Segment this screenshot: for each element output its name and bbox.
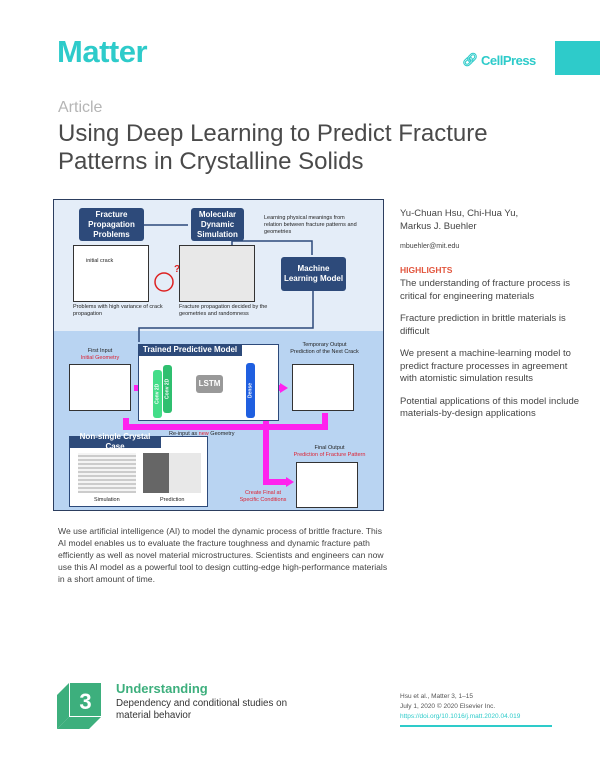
highlights-heading: HIGHLIGHTS bbox=[400, 264, 453, 275]
caption-left: Problems with high variance of crack pro… bbox=[73, 304, 163, 317]
badge-number: 3 bbox=[79, 689, 91, 714]
learning-note: Learning physical meanings from relation… bbox=[264, 215, 357, 235]
lstm-layer: LSTM bbox=[196, 375, 223, 393]
final-output-text: Final Output bbox=[314, 445, 345, 451]
initial-crack-panel: initial crack bbox=[73, 245, 149, 302]
prediction-label: Prediction bbox=[160, 497, 185, 503]
progress-cube-icon: 3 bbox=[57, 683, 101, 729]
doi-link[interactable]: https://doi.org/10.1016/j.matt.2020.04.0… bbox=[400, 713, 521, 720]
header-accent-tab bbox=[555, 41, 600, 75]
non-single-crystal-panel: Non-single Crystal Case Simulation Predi… bbox=[69, 432, 208, 507]
conv2d-layer-1: Conv 2D bbox=[153, 370, 162, 418]
caption-md: Fracture propagation decided by the geom… bbox=[179, 304, 268, 317]
journal-logo: Matter bbox=[57, 34, 148, 69]
badge-title: Understanding bbox=[116, 681, 208, 696]
prediction-image bbox=[143, 453, 201, 493]
article-type: Article bbox=[58, 99, 103, 116]
publisher-logo: 🔗︎ CellPress bbox=[462, 52, 536, 68]
article-title: Using Deep Learning to Predict Fracture … bbox=[58, 120, 488, 175]
simulation-image bbox=[78, 453, 136, 493]
trained-model-title: Trained Predictive Model bbox=[138, 344, 242, 356]
temp-output-panel bbox=[292, 364, 354, 411]
highlight-item: We present a machine-learning model to p… bbox=[400, 348, 571, 384]
ml-model-box: Machine Learning Model bbox=[281, 257, 346, 291]
reinput-text: Re-input as bbox=[169, 431, 198, 437]
first-input-panel bbox=[69, 364, 131, 411]
author-email[interactable]: mbuehler@mit.edu bbox=[400, 243, 460, 250]
reinput-label: Re-input as new Geometry bbox=[169, 431, 234, 438]
conv2d-layer-2: Conv 2D bbox=[163, 365, 172, 413]
cellpress-link-icon: 🔗︎ bbox=[462, 52, 479, 67]
temp-output-text: Temporary Output bbox=[302, 342, 347, 348]
publisher-name: CellPress bbox=[481, 52, 536, 68]
citation-ref: Hsu et al., Matter 3, 1–15 bbox=[400, 693, 473, 700]
trained-model-panel: Trained Predictive Model Conv 2D Conv 2D… bbox=[138, 344, 279, 421]
citation-divider bbox=[400, 725, 552, 727]
md-image-panel bbox=[179, 245, 255, 302]
fracture-problems-box: Fracture Propagation Problems bbox=[79, 208, 144, 241]
first-input-text: First Input bbox=[87, 348, 113, 354]
highlight-item: The understanding of fracture process is… bbox=[400, 278, 571, 302]
highlight-item: Fracture prediction in brittle materials… bbox=[400, 313, 566, 337]
citation-date: July 1, 2020 © 2020 Elsevier Inc. bbox=[400, 703, 496, 710]
simulation-label: Simulation bbox=[94, 497, 120, 503]
initial-crack-label: initial crack bbox=[86, 258, 114, 264]
create-final-label: Create Final at Specific Conditions bbox=[239, 490, 287, 503]
sidebar-info: Yu-Chuan Hsu, Chi-Hua Yu, Markus J. Bueh… bbox=[400, 208, 580, 431]
initial-geometry-text: Initial Geometry bbox=[80, 355, 120, 361]
authors: Yu-Chuan Hsu, Chi-Hua Yu, Markus J. Bueh… bbox=[400, 208, 519, 232]
md-simulation-box: Molecular Dynamic Simulation bbox=[191, 208, 244, 241]
dense-layer: Dense bbox=[246, 363, 255, 418]
non-single-crystal-title: Non-single Crystal Case bbox=[69, 432, 161, 451]
final-output-desc: Prediction of Fracture Pattern bbox=[293, 452, 366, 458]
temp-output-desc: Prediction of the Next Crack bbox=[290, 349, 359, 355]
highlight-item: Potential applications of this model inc… bbox=[400, 395, 580, 420]
reinput-new: new bbox=[198, 431, 209, 437]
badge-description: Dependency and conditional studies on ma… bbox=[116, 698, 288, 721]
svg-text:?: ? bbox=[174, 264, 180, 275]
final-output-panel bbox=[296, 462, 358, 508]
reinput-geometry: Geometry bbox=[210, 431, 235, 437]
summary-paragraph: We use artificial intelligence (AI) to m… bbox=[58, 526, 388, 584]
graphical-abstract: ? Fracture Propagation Problems Molecula… bbox=[53, 199, 384, 511]
citation: Hsu et al., Matter 3, 1–15 July 1, 2020 … bbox=[400, 692, 520, 722]
